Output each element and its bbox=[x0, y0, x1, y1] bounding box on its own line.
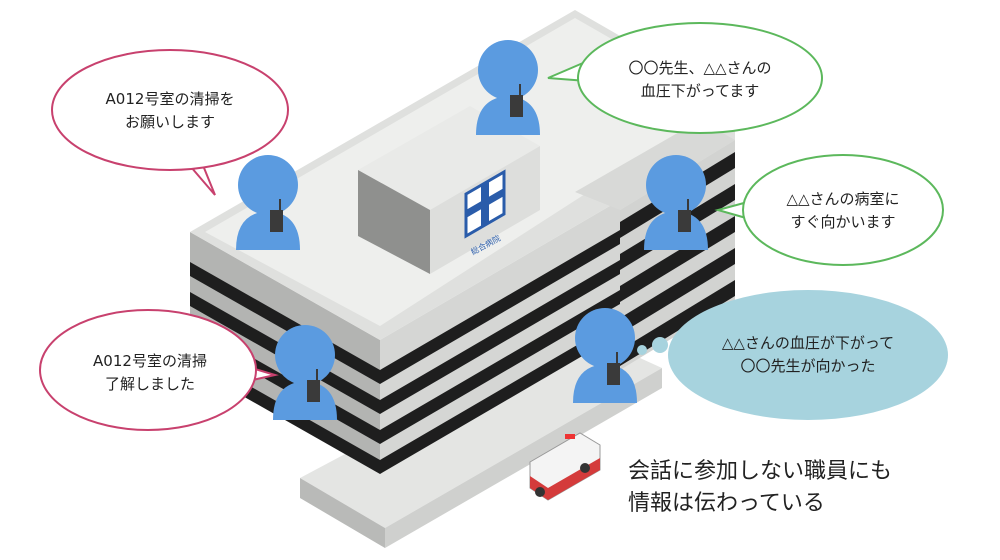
staff-person bbox=[573, 308, 637, 403]
speech-line: A012号室の清掃 bbox=[93, 352, 207, 370]
hospital-sign: 総合病院 bbox=[464, 169, 506, 257]
thought-line: △△さんの血圧が下がって bbox=[721, 334, 895, 352]
entrance-canopy bbox=[300, 330, 662, 548]
staff-person bbox=[476, 40, 540, 135]
windows bbox=[190, 152, 735, 474]
thought-bubble bbox=[637, 290, 948, 420]
staff-person bbox=[644, 155, 708, 250]
speech-bubble-right bbox=[714, 154, 944, 266]
speech-line: A012号室の清掃を bbox=[105, 90, 235, 108]
walkie-talkie-icon bbox=[270, 199, 283, 232]
ambulance bbox=[529, 432, 601, 501]
window-band bbox=[380, 320, 620, 474]
walkie-talkie-icon bbox=[307, 369, 320, 402]
thought-text: △△さんの血圧が下がって 〇〇先生が向かった bbox=[690, 332, 926, 378]
speech-line: △△さんの病室に bbox=[786, 190, 900, 208]
speech-text-top-center: 〇〇先生、△△さんの 血圧下がってます bbox=[598, 57, 802, 103]
speech-text-top-left: A012号室の清掃を お願いします bbox=[75, 88, 265, 134]
staff-person bbox=[273, 325, 337, 420]
staff-person bbox=[236, 155, 300, 250]
walkie-talkie-icon bbox=[678, 199, 691, 232]
speech-line: すぐ向かいます bbox=[790, 213, 896, 231]
window-band bbox=[380, 260, 620, 414]
speech-bubble-top-left bbox=[51, 49, 289, 196]
walkie-talkie-icon bbox=[510, 84, 523, 117]
window-band bbox=[380, 290, 620, 444]
speech-line: お願いします bbox=[124, 113, 215, 131]
thought-line: 〇〇先生が向かった bbox=[740, 357, 876, 375]
caption-line: 会話に参加しない職員にも bbox=[628, 459, 893, 484]
window-band bbox=[380, 230, 620, 384]
speech-text-right: △△さんの病室に すぐ向かいます bbox=[758, 188, 928, 234]
speech-bubble-top-center bbox=[547, 22, 823, 134]
caption-line: 情報は伝わっている bbox=[628, 491, 825, 516]
walkie-talkie-icon bbox=[607, 352, 620, 385]
speech-line: 了解しました bbox=[104, 375, 195, 393]
window-band bbox=[620, 248, 735, 334]
window-band bbox=[620, 280, 735, 366]
speech-line: 〇〇先生、△△さんの bbox=[628, 59, 772, 77]
speech-text-bottom-left: A012号室の清掃 了解しました bbox=[60, 350, 240, 396]
speech-bubble-bottom-left bbox=[39, 309, 279, 431]
speech-line: 血圧下がってます bbox=[640, 82, 760, 100]
caption: 会話に参加しない職員にも 情報は伝わっている bbox=[628, 456, 892, 520]
